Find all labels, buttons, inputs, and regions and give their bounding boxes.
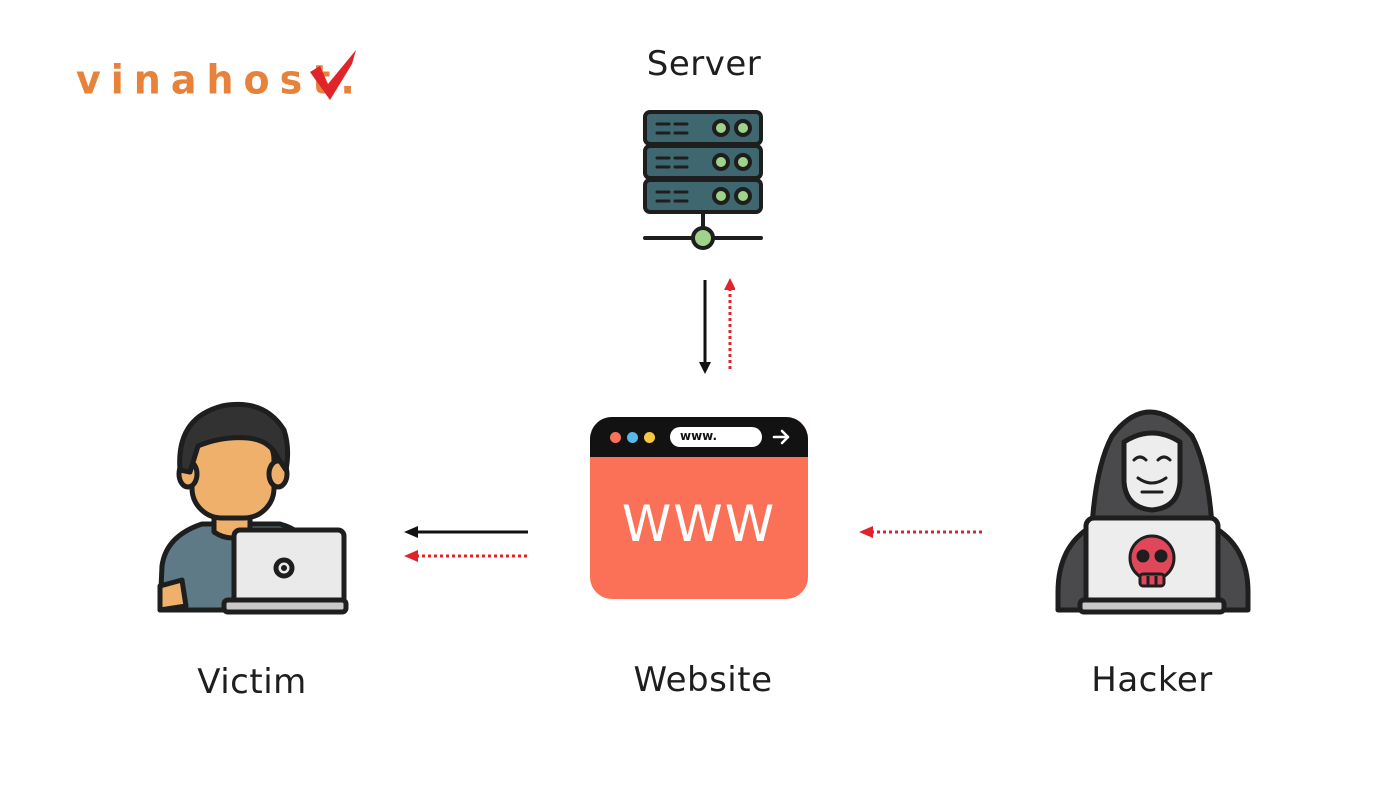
close-dot-icon — [610, 432, 621, 443]
server-website-arrows — [699, 278, 735, 374]
arrow-right-icon — [772, 429, 790, 445]
website-victim-arrows — [404, 526, 528, 562]
website-window: www. WWW — [590, 417, 808, 599]
browser-title-bar: www. — [590, 417, 808, 457]
hacker-website-arrow — [859, 526, 983, 538]
maximize-dot-icon — [644, 432, 655, 443]
minimize-dot-icon — [627, 432, 638, 443]
victim-icon — [157, 401, 349, 615]
skull-icon — [1128, 534, 1176, 588]
response-arrow-left — [404, 526, 528, 538]
brand-name: vinahost. — [76, 56, 365, 104]
attack-arrow-up — [724, 278, 735, 370]
url-text: www. — [680, 429, 718, 443]
hacker-icon — [1055, 409, 1251, 615]
server-icon — [643, 110, 763, 250]
attack-arrow-left — [404, 550, 528, 562]
brand-logo: vinahost. — [76, 50, 366, 110]
response-arrow-down — [699, 280, 711, 374]
website-label: Website — [633, 660, 773, 700]
url-bar: www. — [670, 427, 762, 447]
hacker-label: Hacker — [1091, 660, 1213, 700]
victim-label: Victim — [197, 662, 307, 702]
check-mark-icon — [310, 50, 356, 100]
website-www-text: WWW — [621, 495, 777, 553]
server-label: Server — [646, 44, 762, 84]
